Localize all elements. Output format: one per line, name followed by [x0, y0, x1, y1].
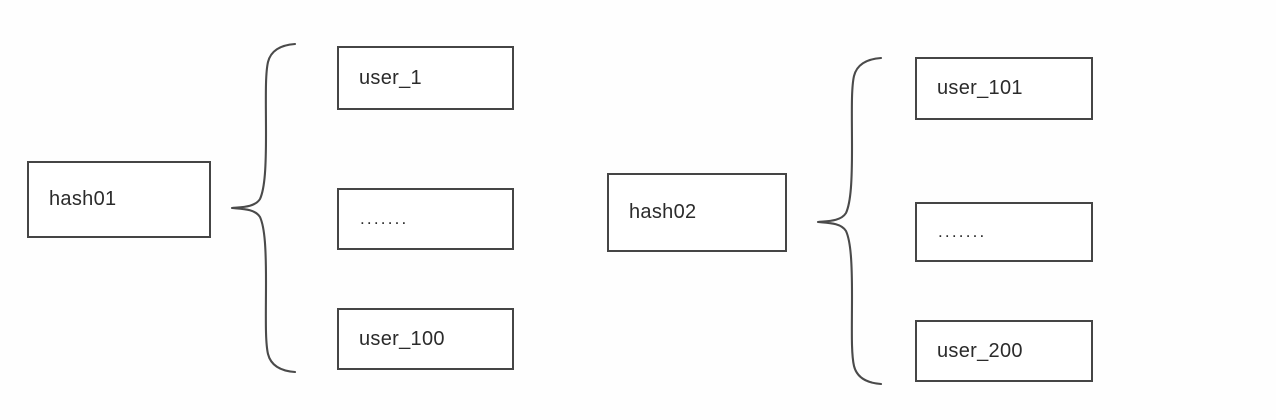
member-label: user_1 — [359, 66, 422, 89]
member-label: user_101 — [937, 77, 1023, 99]
left-curly-brace-icon-group-2 — [816, 56, 883, 386]
member-label-ellipsis: ....... — [360, 209, 409, 228]
member-box-user-1[interactable]: user_1 — [337, 46, 514, 110]
member-box-user-100[interactable]: user_100 — [337, 308, 514, 370]
hash-node-hash02[interactable]: hash02 — [607, 173, 787, 252]
left-curly-brace-icon-group-1 — [230, 42, 297, 374]
hash-node-label: hash02 — [629, 201, 697, 223]
member-box-ellipsis-1[interactable]: ....... — [337, 188, 514, 250]
member-box-ellipsis-2[interactable]: ....... — [915, 202, 1093, 262]
member-label-ellipsis: ....... — [938, 222, 987, 241]
member-label: user_100 — [359, 327, 445, 350]
member-box-user-101[interactable]: user_101 — [915, 57, 1093, 120]
member-label: user_200 — [937, 339, 1023, 362]
hash-node-hash01[interactable]: hash01 — [27, 161, 211, 238]
hash-node-label: hash01 — [49, 188, 117, 210]
member-box-user-200[interactable]: user_200 — [915, 320, 1093, 382]
